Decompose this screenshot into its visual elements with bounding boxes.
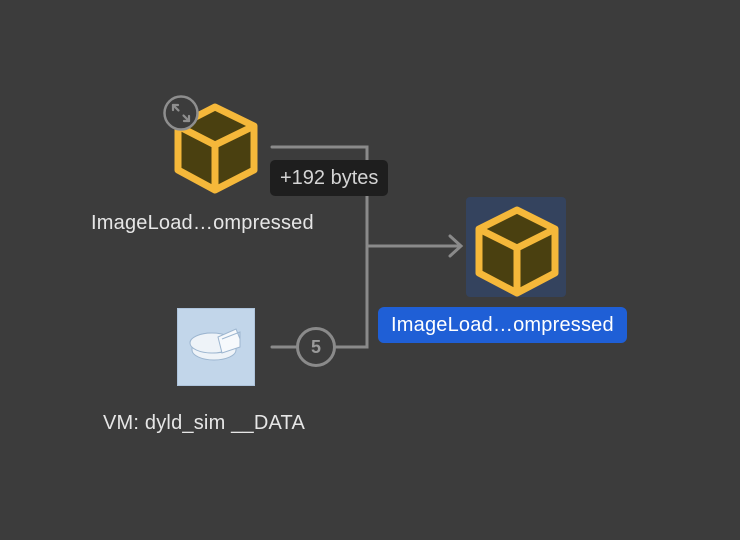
reference-count-badge: 5	[296, 327, 336, 367]
expand-arrows-icon[interactable]	[162, 94, 200, 132]
source-object-label: ImageLoad…ompressed	[91, 212, 314, 234]
arrow-head	[448, 234, 464, 258]
target-object-label[interactable]: ImageLoad…ompressed	[378, 307, 627, 343]
target-object-node[interactable]	[466, 197, 566, 297]
pie-chart-icon	[189, 328, 241, 361]
cube-icon	[475, 206, 559, 297]
vm-region-node[interactable]	[177, 308, 255, 386]
edge-size-badge: +192 bytes	[270, 160, 389, 196]
vm-region-label: VM: dyld_sim __DATA	[103, 412, 306, 434]
source-object-node[interactable]	[162, 94, 262, 194]
